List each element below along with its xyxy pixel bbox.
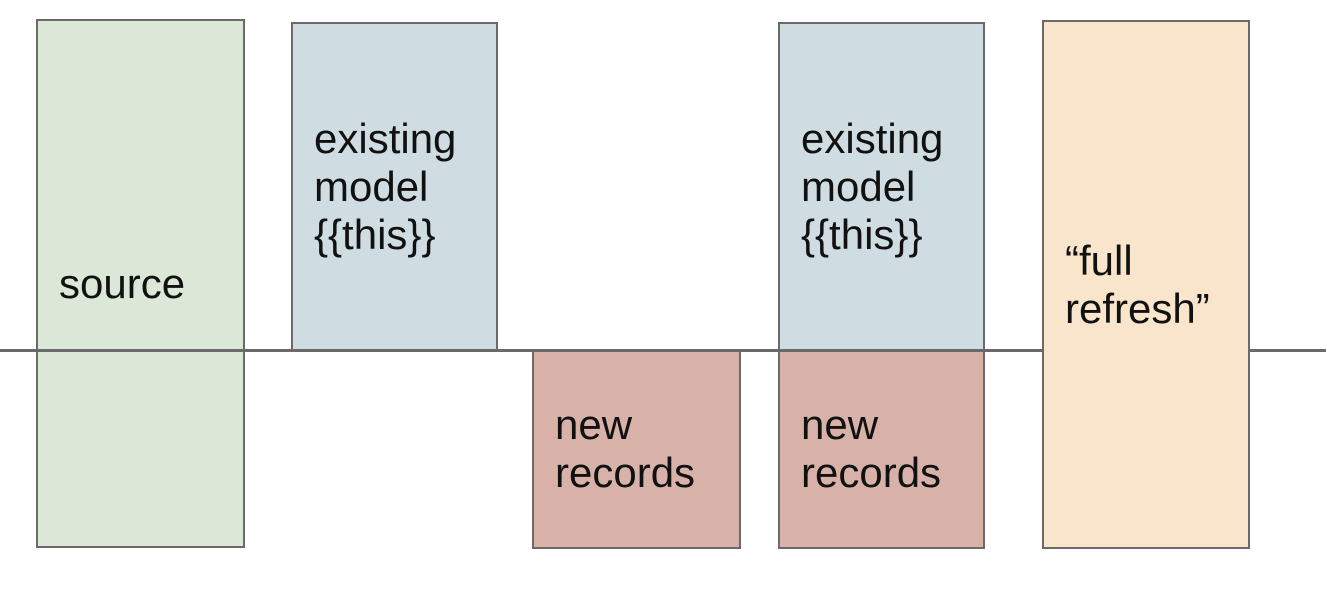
source-box: source <box>36 19 245 548</box>
new-records-box-left: new records <box>532 349 741 549</box>
full-refresh-box-label: “full refresh” <box>1065 236 1210 332</box>
new-records-box-right-label: new records <box>801 401 942 496</box>
existing-model-box-right: existing model {{this}} <box>778 22 985 351</box>
source-box-label: source <box>59 259 186 307</box>
new-records-box-right: new records <box>778 349 985 549</box>
full-refresh-box: “full refresh” <box>1042 20 1250 549</box>
cutoff-timeline <box>0 349 1326 352</box>
existing-model-box-right-label: existing model {{this}} <box>801 114 944 258</box>
new-records-box-left-label: new records <box>555 401 696 496</box>
existing-model-box-left: existing model {{this}} <box>291 22 498 351</box>
existing-model-box-left-label: existing model {{this}} <box>314 114 457 258</box>
